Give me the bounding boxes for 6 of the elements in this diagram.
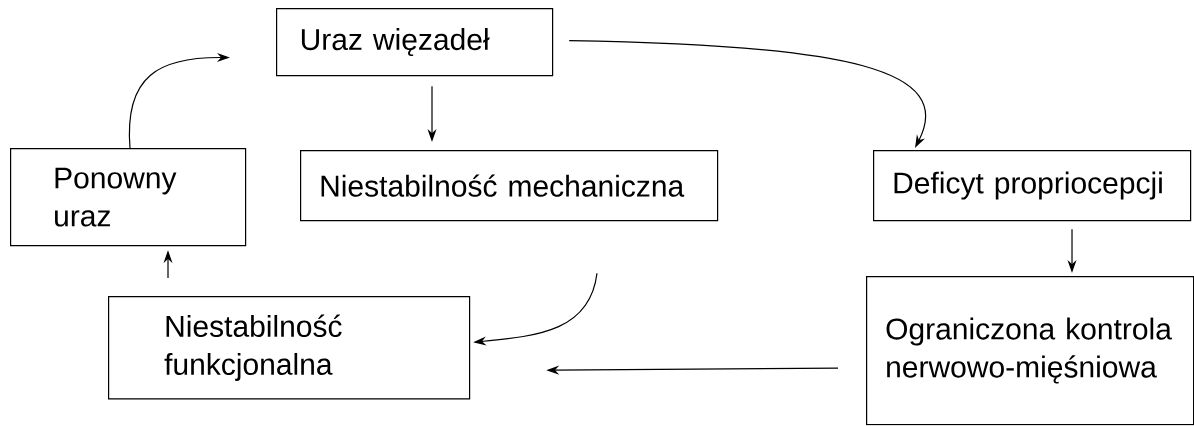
process-box: Uraz więzadeł [276, 8, 554, 77]
process-box: Ponowny uraz [10, 148, 247, 247]
process-box: Ograniczona kontrola nerwowo-mięśniowa [866, 276, 1194, 426]
process-box: Niestabilność mechaniczna [300, 150, 719, 222]
process-box: Deficyt propriocepcji [873, 150, 1192, 222]
process-box: Niestabilność funkcjonalna [108, 296, 471, 400]
